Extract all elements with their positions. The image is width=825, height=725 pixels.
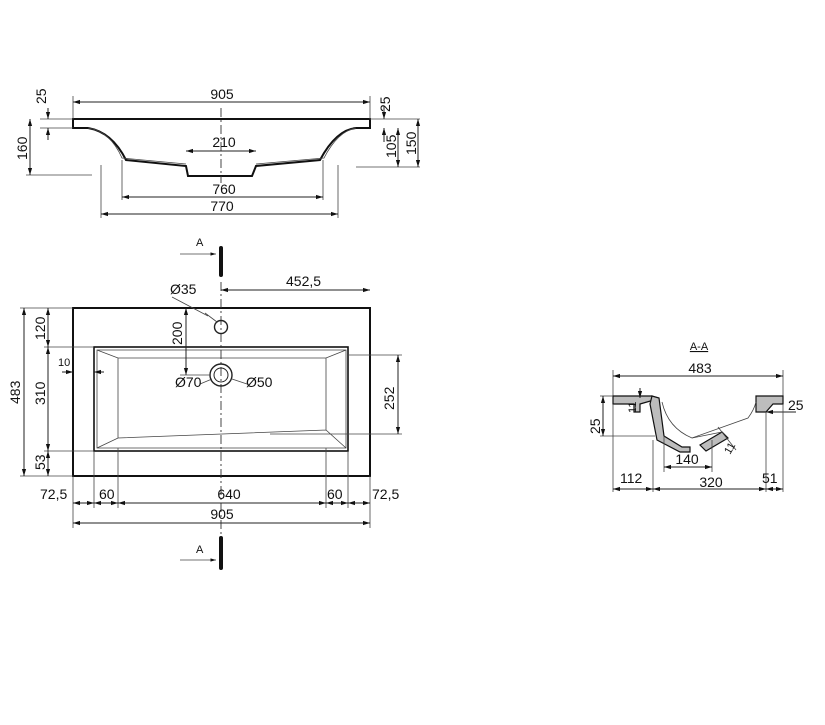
dim-51: 51 [762, 470, 778, 486]
dim-tap-35: Ø35 [170, 281, 197, 297]
plan-view: A Ø35 Ø70 Ø50 452,5 200 483 [7, 237, 402, 570]
dim-160: 160 [14, 136, 30, 160]
dim-25-left: 25 [33, 88, 49, 104]
dim-150: 150 [403, 131, 419, 155]
dim-105: 105 [383, 134, 399, 158]
dim-10: 10 [58, 357, 70, 369]
dim-320: 320 [699, 474, 723, 490]
dim-72-5-right: 72,5 [372, 486, 399, 502]
dim-905-top: 905 [210, 86, 234, 102]
dim-120: 120 [32, 316, 48, 340]
dim-483-plan: 483 [7, 380, 23, 404]
front-elevation-view: 905 25 160 25 105 150 210 760 770 [14, 86, 421, 218]
dim-210: 210 [212, 134, 236, 150]
dim-770: 770 [210, 198, 234, 214]
section-title: A-A [690, 341, 709, 353]
dim-140: 140 [675, 451, 699, 467]
dim-53: 53 [32, 454, 48, 470]
dim-60-right: 60 [327, 486, 343, 502]
dim-11-left: 11 [627, 402, 639, 413]
dim-25-section-left: 25 [587, 418, 603, 434]
dim-11-right: 11 [722, 441, 738, 457]
dim-25-right: 25 [377, 96, 393, 112]
dim-drain-50: Ø50 [246, 374, 273, 390]
dim-25-section-right: 25 [788, 397, 804, 413]
basin-outline [72, 307, 371, 477]
section-marker-top: A [196, 237, 204, 249]
dim-310: 310 [32, 381, 48, 405]
dim-452-5: 452,5 [286, 273, 321, 289]
dim-72-5-left: 72,5 [40, 486, 67, 502]
dim-760: 760 [212, 181, 236, 197]
dim-905-plan: 905 [210, 506, 234, 522]
dim-483-section: 483 [688, 360, 712, 376]
dim-252: 252 [381, 386, 397, 410]
dim-200: 200 [169, 321, 185, 345]
section-marker-bottom: A [196, 544, 204, 556]
dim-112: 112 [620, 470, 643, 486]
section-view-a-a: A-A 483 25 11 25 11 140 [587, 341, 804, 492]
dim-60-left: 60 [99, 486, 115, 502]
dim-drain-70: Ø70 [175, 374, 202, 390]
dim-640: 640 [217, 486, 241, 502]
